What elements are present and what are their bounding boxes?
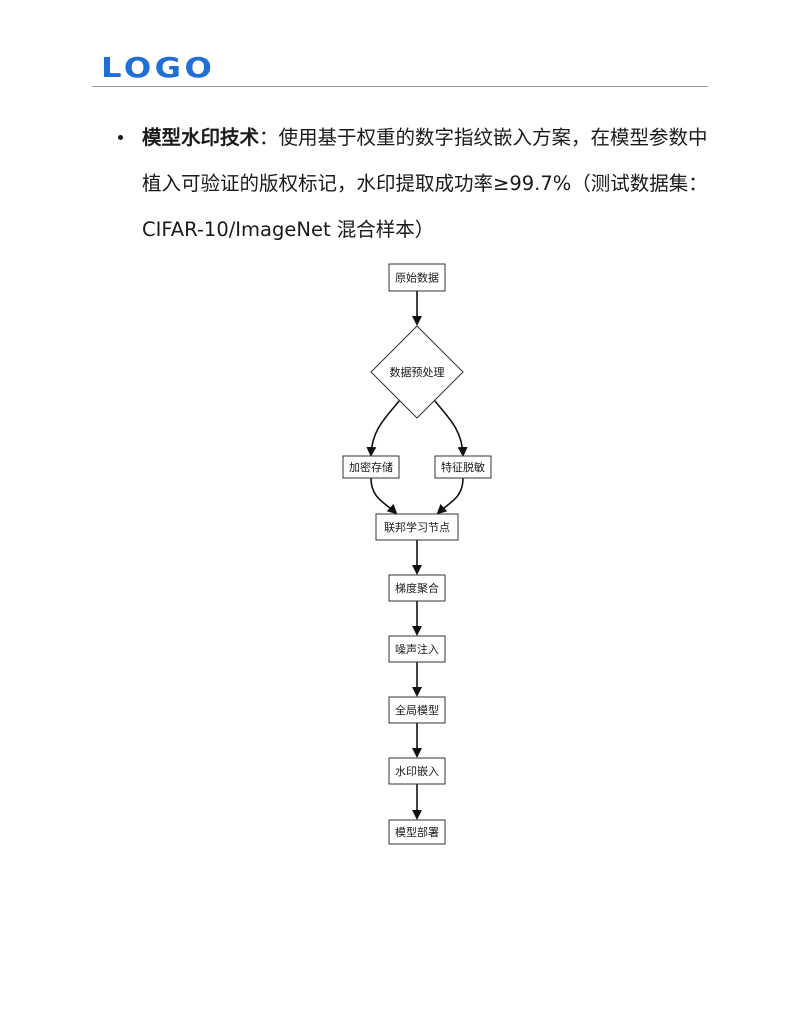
node-federated-learning-label: 联邦学习节点 <box>384 520 450 534</box>
edge-preprocess-to-feature <box>433 399 468 457</box>
edge-preprocess-to-encrypted <box>366 399 401 457</box>
node-feature-desensitize-label: 特征脱敏 <box>441 460 485 474</box>
bullet-dot <box>118 135 123 140</box>
bullet-term: 模型水印技术 <box>142 126 260 149</box>
bullet-separator: ： <box>259 126 279 149</box>
node-model-deploy-label: 模型部署 <box>395 825 439 839</box>
bullet-body: 使用基于权重的数字指纹嵌入方案，在模型参数中植入可验证的版权标记，水印提取成功率… <box>142 126 708 241</box>
edge-feature-to-federated <box>436 477 464 515</box>
node-model-deploy: 模型部署 <box>388 819 446 845</box>
node-noise-injection: 噪声注入 <box>388 635 446 663</box>
node-raw-data-label: 原始数据 <box>395 271 439 285</box>
node-raw-data: 原始数据 <box>388 263 446 292</box>
header-divider <box>92 86 708 87</box>
edge-encrypted-to-federated <box>370 477 398 515</box>
node-global-model: 全局模型 <box>388 696 446 724</box>
node-watermark-embed-label: 水印嵌入 <box>395 765 439 778</box>
node-feature-desensitize: 特征脱敏 <box>434 455 492 479</box>
node-preprocess-label: 数据预处理 <box>390 365 445 379</box>
node-gradient-aggregation-label: 梯度聚合 <box>395 581 439 595</box>
node-gradient-aggregation: 梯度聚合 <box>388 574 446 602</box>
logo: LOGO <box>101 51 216 84</box>
node-encrypted-storage: 加密存储 <box>342 455 400 479</box>
node-global-model-label: 全局模型 <box>395 703 439 717</box>
node-noise-injection-label: 噪声注入 <box>395 642 439 656</box>
node-encrypted-storage-label: 加密存储 <box>349 460 393 474</box>
node-federated-learning: 联邦学习节点 <box>375 513 459 541</box>
node-watermark-embed: 水印嵌入 <box>388 757 446 785</box>
bullet-paragraph: 模型水印技术：使用基于权重的数字指纹嵌入方案，在模型参数中植入可验证的版权标记，… <box>142 115 710 253</box>
node-preprocess: 数据预处理 <box>370 325 464 419</box>
flowchart-edges <box>366 291 468 820</box>
